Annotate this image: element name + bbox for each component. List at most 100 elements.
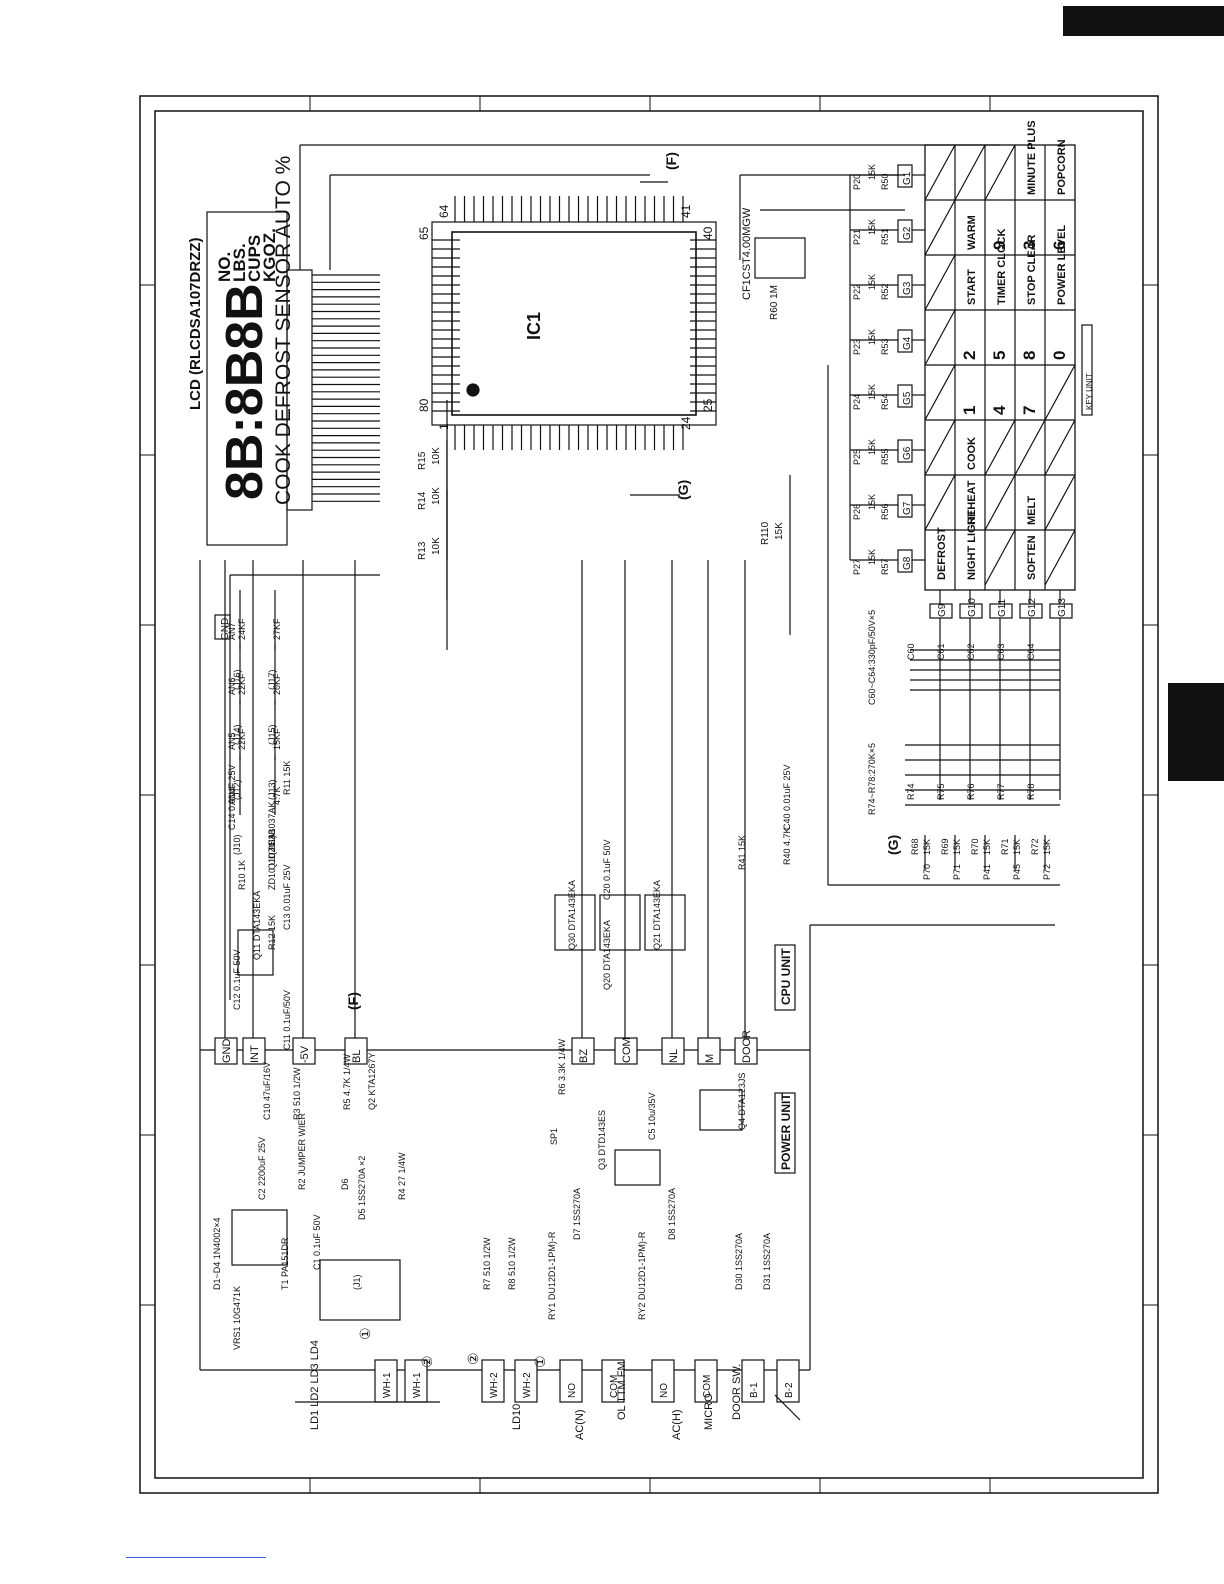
key-3: 3: [1020, 241, 1039, 250]
lower-port-p45: P45: [1012, 864, 1022, 880]
resistor-r77: R77: [996, 783, 1006, 800]
cpu-part-9: C12 0.1uF 50V: [232, 949, 242, 1010]
key-port-p23: P23: [852, 339, 862, 355]
key-melt: MELT: [1026, 496, 1038, 525]
key-popcorn: POPCORN: [1056, 139, 1068, 195]
power-part-3: R5 4.7K 1/4W: [342, 1053, 352, 1110]
key-night-light: NIGHT LIGHT: [966, 509, 978, 580]
key-resistor-r50: R50: [880, 173, 890, 190]
key-col-g13: G13: [1057, 598, 1068, 617]
key-1: 1: [960, 406, 979, 415]
connector-4: WH-2: [522, 1372, 533, 1398]
jumper-res-value-3: 22KF: [237, 673, 247, 695]
power-part-17: Q3 DTD143ES: [597, 1110, 607, 1170]
footer-link-underline: [126, 1557, 266, 1558]
cpu-part-14: Q21 DTA143EKA: [652, 880, 662, 950]
cpu-part-8: R12 15K: [267, 915, 277, 950]
page-header-tab: [1063, 6, 1224, 36]
key-port-p22: P22: [852, 284, 862, 300]
bus-int: INT: [249, 1045, 261, 1063]
bus-minus5v: -5V: [299, 1045, 311, 1063]
key-unit-label: KEY UNIT: [1085, 373, 1094, 410]
key-row-g2: G2: [902, 226, 913, 240]
key-minute-plus: MINUTE PLUS: [1026, 120, 1038, 195]
ic1-pin-80: 80: [417, 398, 431, 412]
jumper-j16: (J16): [232, 669, 242, 690]
jumper-j17: (J17): [267, 669, 277, 690]
cpu-part-5: ZD10 UDZ4.3B: [267, 828, 277, 890]
key-soften: SOFTEN: [1026, 535, 1038, 580]
key-row-g4: G4: [902, 336, 913, 350]
key-row-g3: G3: [902, 281, 913, 295]
jumper-res-value-2: 27KF: [272, 618, 282, 640]
key-resistor-value-2: 15K: [867, 219, 877, 235]
cpu-part-13: Q20 DTA143EKA: [602, 920, 612, 990]
capacitor-set-label: C60~C64:330pF/50V×5: [867, 610, 877, 705]
lower-resistor-value-4: 15K: [1012, 839, 1022, 855]
power-part-6: D6: [340, 1178, 350, 1190]
analog-an6: AN6: [227, 677, 237, 695]
cpu-part-1: C14 0.01uF 25V: [227, 764, 237, 830]
key-resistor-value-4: 15K: [867, 329, 877, 345]
jumper-res-value-8: 4.7K: [272, 786, 282, 805]
key-resistor-r57: R57: [880, 558, 890, 575]
bus-nl: NL: [668, 1049, 680, 1063]
key-port-p21: P21: [852, 229, 862, 245]
ic1-pin-64: 64: [437, 204, 451, 218]
lower-resistor-value-2: 15K: [952, 839, 962, 855]
power-part-4: Q2 KTA1267Y: [367, 1053, 377, 1110]
key-8: 8: [1020, 351, 1039, 360]
cpu-part-16: R40 4.7K: [782, 827, 792, 865]
external-2: LD10: [511, 1404, 523, 1430]
resistor-r75: R75: [936, 783, 946, 800]
resistor-r14-value: 10K: [431, 487, 442, 505]
capacitor-c61: C61: [936, 643, 946, 660]
power-part-5: R2 JUMPER WIER: [297, 1112, 307, 1190]
power-part-22: R7 510 1/2W: [482, 1237, 492, 1290]
external-5: AC(H): [671, 1409, 683, 1440]
cpu-part-3: Q10 2SA1037AK: [267, 801, 277, 870]
key-col-g9: G9: [937, 603, 948, 617]
arrow-1: (F): [663, 152, 679, 170]
key-reheat: REHEAT: [966, 480, 978, 525]
power-part-15: R6 3.3K 1/4W: [557, 1038, 567, 1095]
resistor-r76: R76: [966, 783, 976, 800]
key-port-p24: P24: [852, 394, 862, 410]
key-resistor-value-3: 15K: [867, 274, 877, 290]
arrow-3: (F): [345, 992, 361, 1010]
cpu-part-17: C40 0.01uF 25V: [782, 764, 792, 830]
capacitor-c62: C62: [966, 643, 976, 660]
bus-door: DOOR: [741, 1030, 753, 1063]
lower-resistor-r72: R72: [1030, 838, 1040, 855]
jumper-j11: (J11): [267, 835, 277, 855]
key-warm: WARM: [966, 215, 978, 250]
resistor-r110-value: 15K: [774, 522, 785, 540]
external-7: DOOR SW.: [731, 1364, 743, 1420]
key-resistor-r55: R55: [880, 448, 890, 465]
key-timer-clock: TIMER CLOCK: [996, 229, 1008, 305]
cpu-part-7: C13 0.01uF 25V: [282, 864, 292, 930]
bus-bz: BZ: [578, 1049, 590, 1063]
key-power-level: POWER LEVEL: [1056, 225, 1068, 305]
lower-port-p72: P72: [1042, 864, 1052, 880]
key-start: START: [966, 269, 978, 305]
power-part-20: D7 1SS270A: [572, 1188, 582, 1240]
cpu-part-10: C11 0.1uF/50V: [282, 990, 292, 1050]
power-part-24: RY1 DU12D1-1PM)-R: [547, 1231, 557, 1320]
lower-resistor-r69: R69: [940, 838, 950, 855]
lower-resistor-r70: R70: [970, 838, 980, 855]
ic1-pin-40: 40: [701, 226, 715, 240]
jumper-j14: (J14): [232, 724, 242, 745]
external-1: LD1 LD2 LD3 LD4: [309, 1340, 321, 1430]
key-6: 6: [1050, 241, 1069, 250]
connector-7: NO: [659, 1383, 670, 1398]
power-part-19: Q4 DTA123JS: [737, 1073, 747, 1130]
connector-8: COM: [702, 1375, 713, 1398]
connector-5: NO: [567, 1383, 578, 1398]
ic1-label: IC1: [524, 312, 544, 340]
connector-10: B-2: [784, 1382, 795, 1398]
wiring: [199, 144, 1093, 1421]
cpu-part-11: Q30 DTA143EKA: [567, 880, 577, 950]
analog-an7: AN7: [227, 622, 237, 640]
drawing-frame: [139, 95, 1159, 1494]
